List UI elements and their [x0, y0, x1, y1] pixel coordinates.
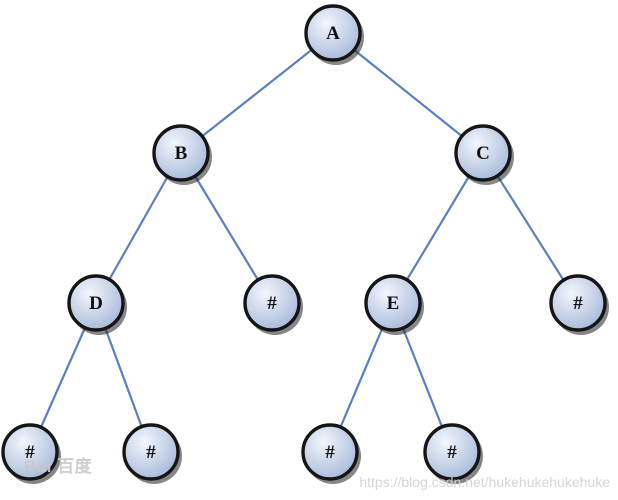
node-circle — [152, 124, 210, 182]
node-label: D — [89, 293, 103, 314]
edge-A-to-B — [179, 31, 335, 155]
node-label: # — [573, 293, 583, 314]
node-circle — [423, 423, 481, 481]
node-label: B — [175, 143, 188, 164]
node-circle — [549, 274, 607, 332]
node-circle — [1, 423, 59, 481]
node-label: # — [447, 442, 457, 463]
tree-node-E-right-null: # — [423, 423, 483, 484]
node-label: A — [326, 23, 340, 44]
tree-node-B: B — [152, 124, 212, 185]
tree-nodes: A B C D # E # # # # # — [1, 4, 609, 484]
node-circle — [364, 274, 422, 332]
node-label: E — [387, 293, 400, 314]
tree-node-D-right-null: # — [122, 423, 182, 484]
node-circle — [122, 423, 180, 481]
tree-node-C: C — [454, 124, 514, 185]
node-circle — [301, 423, 359, 481]
node-circle — [67, 274, 125, 332]
tree-node-E-left-null: # — [301, 423, 361, 484]
node-label: # — [25, 442, 35, 463]
tree-edges — [28, 31, 580, 454]
tree-node-C-null: # — [549, 274, 609, 335]
node-label: # — [267, 293, 277, 314]
node-label: C — [476, 143, 490, 164]
node-label: # — [325, 442, 335, 463]
tree-node-A: A — [304, 4, 364, 65]
baidu-watermark-logo: Bai 百度 — [24, 457, 93, 476]
tree-node-B-null: # — [243, 274, 303, 335]
tree-node-D: D — [67, 274, 127, 335]
source-url-watermark: https://blog.csdn.net/hukehukehukehuke — [359, 474, 610, 490]
node-circle — [304, 4, 362, 62]
node-circle — [454, 124, 512, 182]
node-label: # — [146, 442, 156, 463]
tree-node-D-left-null: # — [1, 423, 61, 484]
node-circle — [243, 274, 301, 332]
tree-node-E: E — [364, 274, 424, 335]
